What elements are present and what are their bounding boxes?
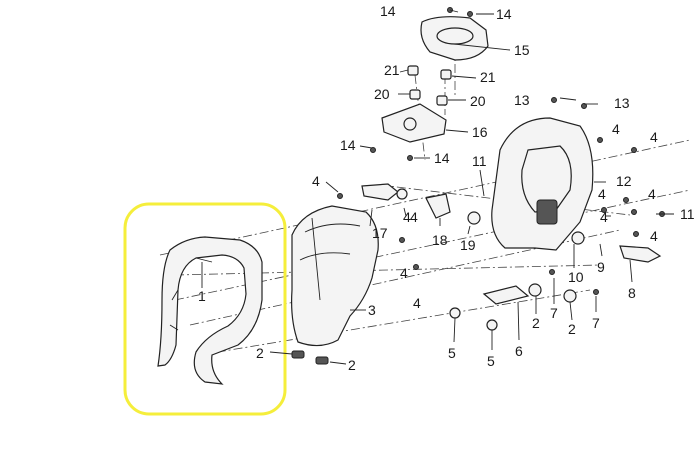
callout-21-a: 21 [384, 62, 400, 78]
callout-4-e: 4 [612, 121, 620, 137]
part-15-meter[interactable] [420, 16, 489, 61]
callout-2-mid: 2 [348, 357, 356, 373]
callout-4-j: 4 [650, 228, 658, 244]
callout-4-f: 4 [650, 129, 658, 145]
callout-4-b: 4 [410, 209, 418, 225]
part-3-housing[interactable] [291, 205, 379, 347]
callout-1: 1 [198, 288, 206, 304]
callout-2-a: 2 [532, 315, 540, 331]
callout-17: 17 [372, 225, 388, 241]
callout-9: 9 [597, 259, 605, 275]
callout-7-a: 7 [550, 305, 558, 321]
callout-13-a: 13 [514, 92, 530, 108]
callout-15: 15 [514, 42, 530, 58]
callout-labels: 1 2 2 2 2 3 4 4 4 4 4 4 4 4 4 4 4 5 5 6 … [198, 3, 695, 373]
callout-21-b: 21 [480, 69, 496, 85]
part-18-19-brackets[interactable] [425, 193, 481, 225]
callout-4-g: 4 [598, 186, 606, 202]
callout-14-b: 14 [496, 6, 512, 22]
part-16-plate[interactable] [381, 103, 447, 143]
highlight-frame [123, 202, 287, 416]
callout-4-k: 4 [403, 209, 411, 225]
part-2-grommets[interactable] [291, 350, 329, 365]
part-20-21-bushings[interactable] [407, 65, 452, 106]
callout-13-b: 13 [614, 95, 630, 111]
callout-5-a: 5 [448, 345, 456, 361]
callout-14-c: 14 [340, 137, 356, 153]
callout-11-b: 11 [680, 206, 695, 222]
callout-8: 8 [628, 285, 636, 301]
leader-lines [201, 9, 674, 365]
callout-11-a: 11 [472, 153, 487, 169]
bolts[interactable] [337, 7, 665, 295]
callout-10: 10 [568, 269, 584, 285]
callout-4-c: 4 [400, 265, 408, 281]
callout-18: 18 [432, 232, 448, 248]
callout-2-left: 2 [256, 345, 264, 361]
callout-6: 6 [515, 343, 523, 359]
callout-16: 16 [472, 124, 488, 140]
callout-2-b: 2 [568, 321, 576, 337]
callout-19: 19 [460, 237, 476, 253]
callout-7-b: 7 [592, 315, 600, 331]
callout-4-d: 4 [413, 295, 421, 311]
callout-12: 12 [616, 173, 632, 189]
part-17-turn-signal[interactable] [361, 183, 408, 201]
callout-3: 3 [368, 302, 376, 318]
callout-4-h: 4 [648, 186, 656, 202]
callout-5-b: 5 [487, 353, 495, 369]
callout-20-a: 20 [374, 86, 390, 102]
callout-20-b: 20 [470, 93, 486, 109]
alignment-lines [159, 30, 691, 356]
part-8-turn-signal[interactable] [619, 245, 662, 263]
part-12-bracket[interactable] [491, 117, 594, 251]
callout-14-d: 14 [434, 150, 450, 166]
part-1-cover[interactable] [157, 236, 263, 385]
callout-14-a: 14 [380, 3, 396, 19]
callout-4-a: 4 [312, 173, 320, 189]
callout-4-i: 4 [600, 209, 608, 225]
